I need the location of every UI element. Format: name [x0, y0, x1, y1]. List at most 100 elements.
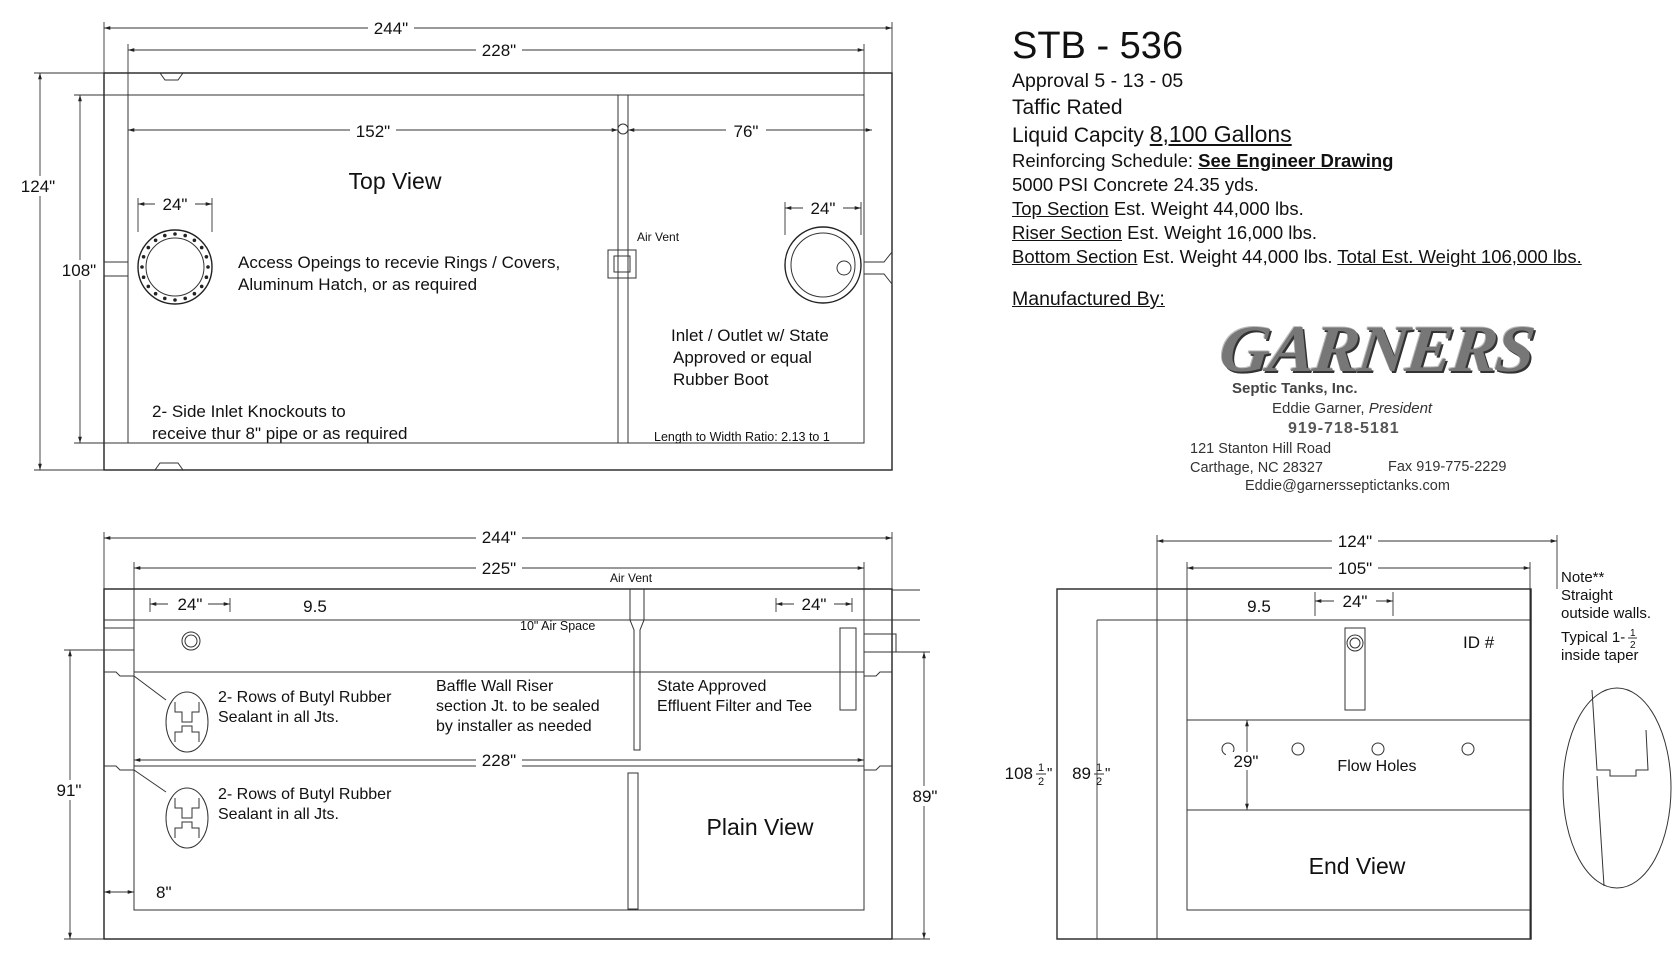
access-ring-bolt-holes	[140, 232, 210, 302]
svg-text:": "	[1105, 765, 1110, 782]
bolt-hole	[163, 233, 167, 238]
wall-taper-detail	[1562, 687, 1672, 889]
note-line-4: Typical 1-	[1561, 629, 1625, 646]
contact-role: President	[1368, 400, 1433, 417]
bolt-hole	[141, 254, 146, 259]
note-line-5: inside taper	[1561, 647, 1639, 664]
butyl-note-2-line-2: Sealant in all Jts.	[218, 806, 339, 823]
butyl-seal-symbol-1	[133, 675, 209, 753]
reinforcing-line: Reinforcing Schedule: See Engineer Drawi…	[1012, 149, 1652, 173]
baffle-vent-hole	[617, 123, 629, 135]
address: 121 Stanton Hill Road Carthage, NC 28327	[1190, 440, 1331, 478]
contact-person: Eddie Garner	[1272, 400, 1361, 417]
dim-plain-right-24: 24"	[802, 595, 827, 614]
dim-top-left-chamber: 152"	[356, 122, 390, 141]
knockout-notch-top	[159, 72, 184, 81]
dim-top-overall-length: 244"	[374, 19, 408, 38]
dim-access-left: 24"	[163, 195, 188, 214]
flow-hole	[1461, 742, 1475, 756]
model-number: STB - 536	[1012, 25, 1184, 67]
capacity-value: 8,100 Gallons	[1149, 121, 1292, 147]
knockout-note-line-1: 2- Side Inlet Knockouts to	[152, 402, 346, 421]
inlet-opening	[181, 631, 201, 651]
business-card: GARNERS Septic Tanks, Inc. Eddie Garner,…	[1190, 302, 1537, 502]
air-space-label: 10" Air Space	[520, 619, 595, 633]
plain-view: 244" 225" 24" 9.5 24" 228" 91"	[50, 527, 945, 940]
svg-text:": "	[1047, 765, 1052, 782]
dim-plain-height-left: 91"	[57, 781, 82, 800]
dim-plain-left-24: 24"	[178, 595, 203, 614]
bolt-hole	[204, 275, 209, 280]
butyl-note-1-line-2: Sealant in all Jts.	[218, 709, 339, 726]
bolt-hole	[183, 296, 187, 301]
bolt-hole	[199, 284, 204, 289]
end-view-tee	[1344, 627, 1366, 711]
bolt-hole	[173, 298, 177, 302]
note-line-3: outside walls.	[1561, 605, 1651, 622]
phone-number: 919-718-5181	[1288, 420, 1400, 437]
bolt-hole	[153, 238, 158, 243]
bolt-hole	[141, 275, 146, 280]
dim-end-outer: 124"	[1338, 532, 1372, 551]
email-address: Eddie@garnersseptictanks.com	[1245, 478, 1450, 494]
access-note-line-2: Aluminum Hatch, or as required	[238, 275, 477, 294]
plain-air-vent-label: Air Vent	[610, 571, 653, 585]
baffle-note-line-1: Baffle Wall Riser	[436, 678, 554, 695]
top-section-label: Top Section	[1012, 198, 1109, 219]
dim-top-right-chamber: 76"	[734, 122, 759, 141]
flow-holes-label: Flow Holes	[1337, 758, 1416, 775]
inlet-note-line-3: Rubber Boot	[673, 370, 769, 389]
svg-text:2: 2	[1096, 776, 1102, 788]
plain-view-title: Plain View	[707, 814, 814, 840]
company-tagline: Septic Tanks, Inc.	[1232, 380, 1358, 397]
end-view-outer	[1056, 588, 1532, 940]
concrete-spec: 5000 PSI Concrete 24.35 yds.	[1012, 174, 1259, 195]
top-section-line: Top Section Est. Weight 44,000 lbs.	[1012, 197, 1652, 221]
flow-hole	[1291, 742, 1305, 756]
riser-section-line: Riser Section Est. Weight 16,000 lbs.	[1012, 221, 1652, 245]
top-section-weight: Est. Weight 44,000 lbs.	[1113, 198, 1304, 219]
dim-top-inside-length: 228"	[482, 41, 516, 60]
dim-end-height-outer: 108	[1005, 764, 1033, 783]
dim-end-24: 24"	[1343, 592, 1368, 611]
bolt-hole	[199, 245, 204, 250]
filter-note-line-1: State Approved	[657, 678, 766, 695]
bolt-hole	[183, 233, 187, 238]
knockout-notch-bottom	[154, 462, 184, 471]
id-label: ID #	[1463, 633, 1495, 652]
traffic-rating: Taffic Rated	[1012, 96, 1123, 119]
plain-view-outer-outline	[103, 588, 893, 940]
bolt-hole	[192, 291, 197, 296]
total-weight: Total Est. Weight 106,000 lbs.	[1337, 246, 1582, 267]
butyl-note-1-line-1: 2- Rows of Butyl Rubber	[218, 689, 392, 706]
reinforcing-value: See Engineer Drawing	[1198, 150, 1394, 171]
bolt-hole	[146, 245, 151, 250]
baffle-note-line-3: by installer as needed	[436, 718, 592, 735]
capacity-line: Liquid Capcity 8,100 Gallons	[1012, 121, 1652, 149]
knockout-note-line-2: receive thur 8" pipe or as required	[152, 424, 408, 443]
plain-view-tank-body	[133, 619, 865, 911]
svg-text:1: 1	[1630, 628, 1636, 639]
note-line-1: Note**	[1561, 569, 1605, 586]
outlet-stub-right	[863, 250, 893, 286]
bolt-hole	[173, 232, 177, 236]
bottom-section-line: Bottom Section Est. Weight 44,000 lbs. T…	[1012, 245, 1652, 269]
fraction-half-note: 1 2	[1628, 628, 1637, 651]
riser-section-weight: Est. Weight 16,000 lbs.	[1127, 222, 1318, 243]
approval-date: Approval 5 - 13 - 05	[1012, 70, 1184, 92]
bolt-hole	[153, 291, 158, 296]
access-opening-right	[784, 226, 862, 304]
note-line-2: Straight	[1561, 587, 1614, 604]
access-opening-left	[137, 229, 213, 305]
end-view: 124" 105" 9.5 24" 29" 108 1 2 " 89 1 2 "	[1005, 531, 1672, 940]
air-vent-square	[607, 249, 637, 279]
garners-logo: GARNERS	[1216, 312, 1537, 387]
reinforcing-label: Reinforcing Schedule:	[1012, 150, 1193, 171]
dim-plain-wall: 8"	[156, 883, 172, 902]
dim-plain-bottom-inner: 228"	[482, 751, 516, 770]
bolt-hole	[163, 296, 167, 301]
bolt-hole	[146, 284, 151, 289]
dim-top-overall-width: 124"	[21, 177, 55, 196]
effluent-filter-tee	[839, 627, 857, 711]
